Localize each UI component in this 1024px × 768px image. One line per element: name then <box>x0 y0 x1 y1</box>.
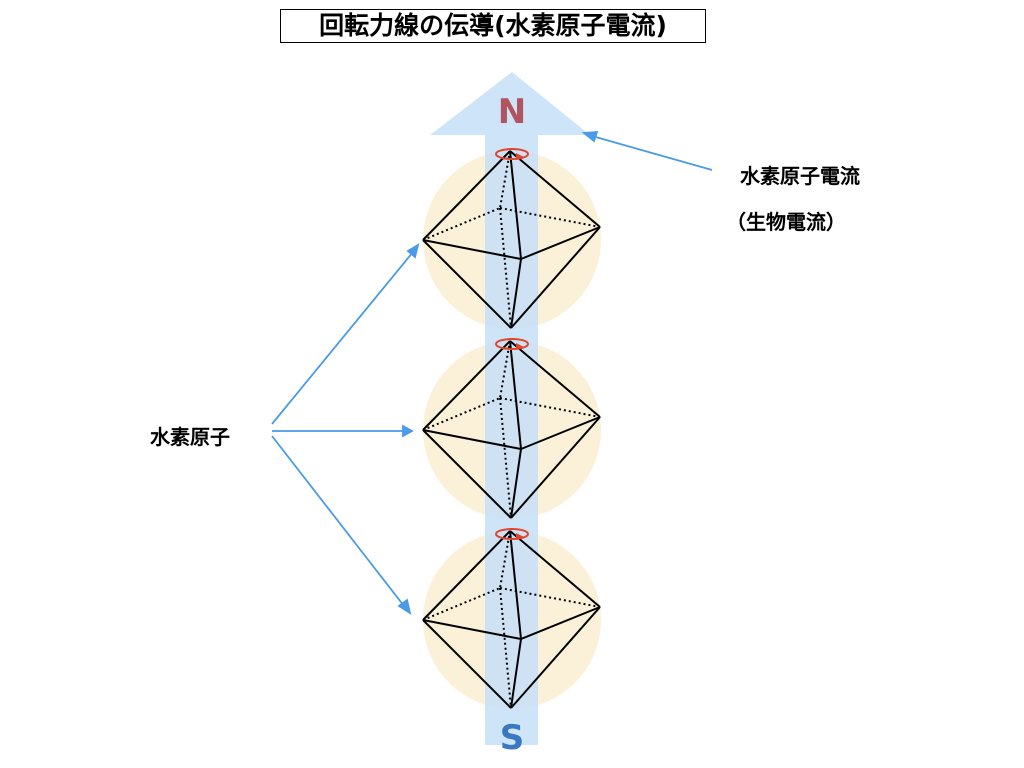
octahedron <box>422 530 601 709</box>
pointer-atom-3 <box>271 435 405 607</box>
octahedron <box>422 150 601 329</box>
north-pole-label: N <box>497 92 527 132</box>
current-label: 水素原子電流 <box>740 164 860 188</box>
spin-icon <box>495 148 529 160</box>
pointer-current <box>591 135 713 171</box>
spin-icon <box>495 528 529 540</box>
atom-label: 水素原子 <box>150 425 230 449</box>
pointer-arrows <box>271 130 713 615</box>
pointer-atom-1 <box>271 251 414 425</box>
spin-icon <box>495 338 529 350</box>
octahedron <box>422 340 601 519</box>
current-arrow <box>430 72 590 745</box>
current-sub-label: （生物電流） <box>726 210 846 234</box>
south-pole-label: S <box>499 718 525 758</box>
page-title: 回転力線の伝導(水素原子電流) <box>280 9 706 43</box>
